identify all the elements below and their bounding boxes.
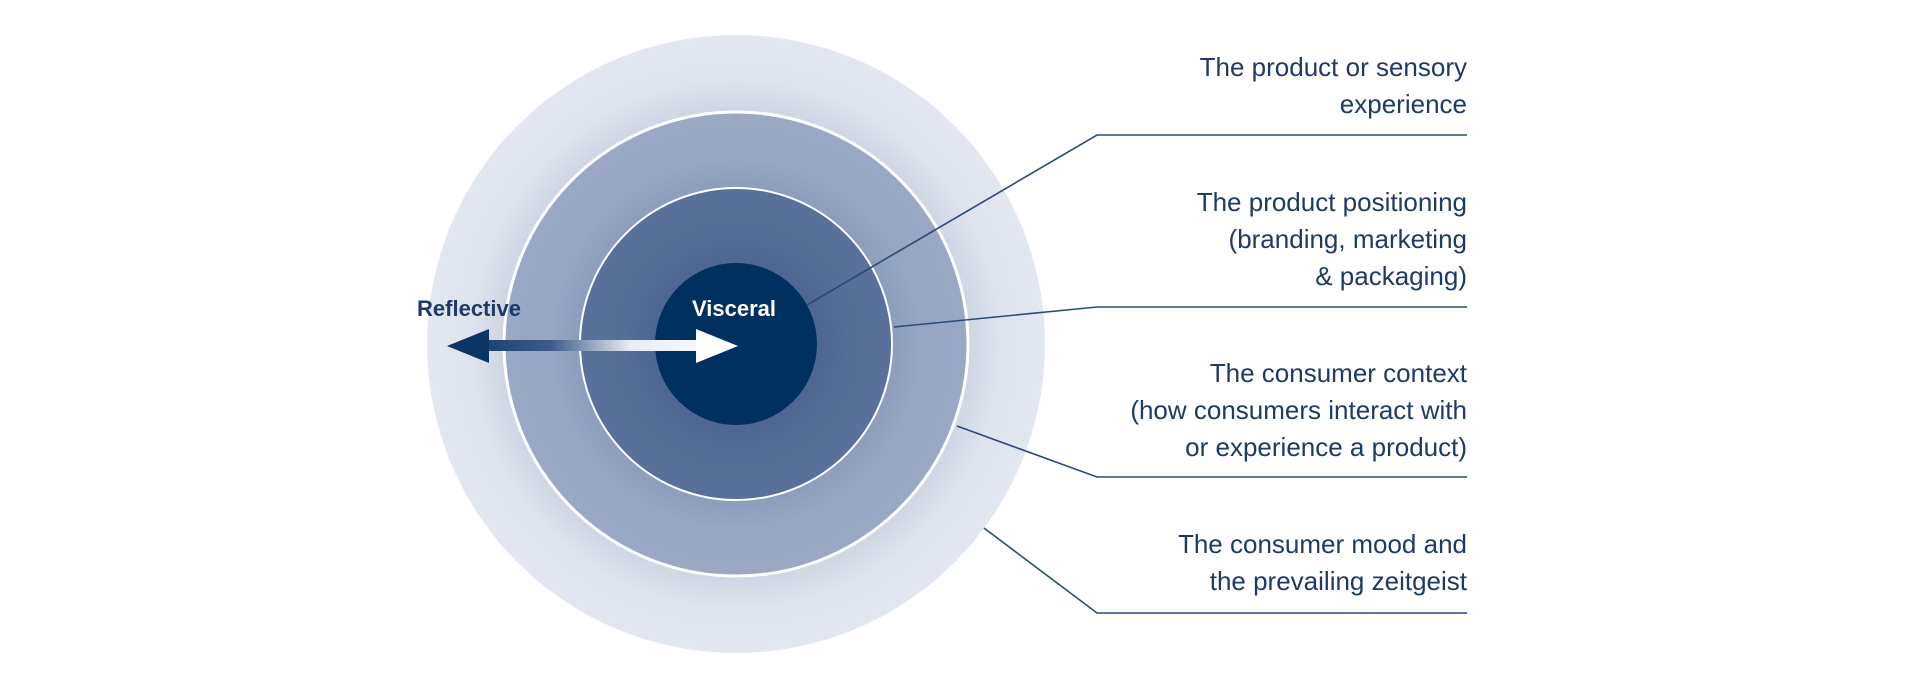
callout-line: The consumer context (1209, 358, 1467, 388)
callout-line: (how consumers interact with (1130, 395, 1467, 425)
leader-line-1 (806, 134, 1467, 306)
callout-line: experience (1339, 89, 1467, 119)
callout-consumer-mood: The consumer mood and the prevailing zei… (1087, 526, 1467, 600)
callout-line: the prevailing zeitgeist (1209, 566, 1467, 596)
core-circle (655, 263, 817, 425)
leader-line-3 (956, 425, 1467, 478)
visceral-label: Visceral (692, 296, 776, 321)
callout-sensory-experience: The product or sensory experience (1087, 49, 1467, 123)
double-arrow-icon (447, 329, 738, 363)
reflective-label: Reflective (417, 296, 521, 321)
callout-line: (branding, marketing (1228, 224, 1467, 254)
callout-consumer-context: The consumer context (how consumers inte… (1087, 355, 1467, 466)
callout-product-positioning: The product positioning (branding, marke… (1087, 184, 1467, 295)
callout-line: The product or sensory (1199, 52, 1467, 82)
leader-line-4 (983, 527, 1467, 614)
leader-line-2 (893, 306, 1467, 328)
callout-line: or experience a product) (1185, 432, 1467, 462)
callout-line: The product positioning (1196, 187, 1467, 217)
callout-line: The consumer mood and (1177, 529, 1467, 559)
callout-line: & packaging) (1315, 261, 1467, 291)
